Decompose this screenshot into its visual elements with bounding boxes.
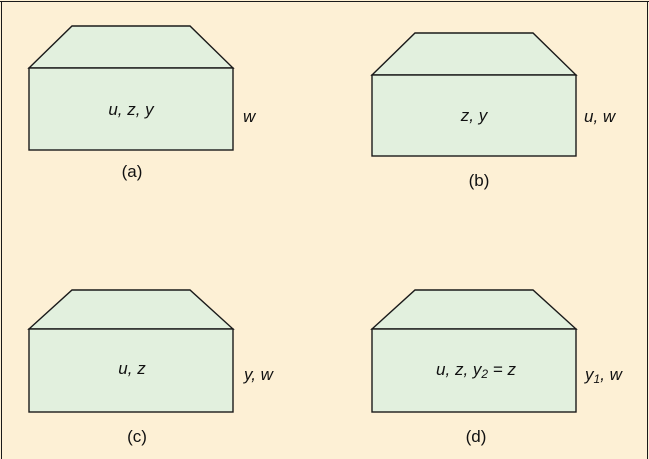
frame-right-border: [647, 1, 648, 459]
panel-b-box: [371, 74, 577, 157]
panel-d-roof: [370, 289, 578, 330]
panel-d-inside-label: u, z, y2 = z: [436, 360, 516, 381]
panel-a-caption: (a): [121, 162, 143, 181]
panel-c-caption: (c): [127, 427, 147, 446]
panel-b-inside-label: z, y: [460, 106, 488, 125]
frame-top-border: [0, 1, 649, 2]
panel-b-roof: [370, 32, 578, 76]
panel-c-inside-label: u, z: [118, 359, 146, 378]
panel-d-caption: (d): [465, 427, 487, 446]
panel-c-roof: [27, 289, 235, 330]
panel-a-box: [28, 67, 234, 151]
panel-a-roof: [27, 25, 235, 69]
panel-c-outside-label: y, w: [244, 365, 273, 384]
panel-a-outside-label: w: [243, 107, 256, 126]
panel-d-box: [371, 328, 577, 413]
panel-b-outside-label: u, w: [584, 107, 616, 126]
panel-c-box: [28, 328, 234, 413]
panel-a-inside-label: u, z, y: [108, 100, 154, 119]
panel-d-outside-label: y1, w: [585, 365, 622, 386]
frame-left-border: [1, 1, 2, 459]
panel-b-caption: (b): [468, 171, 490, 190]
